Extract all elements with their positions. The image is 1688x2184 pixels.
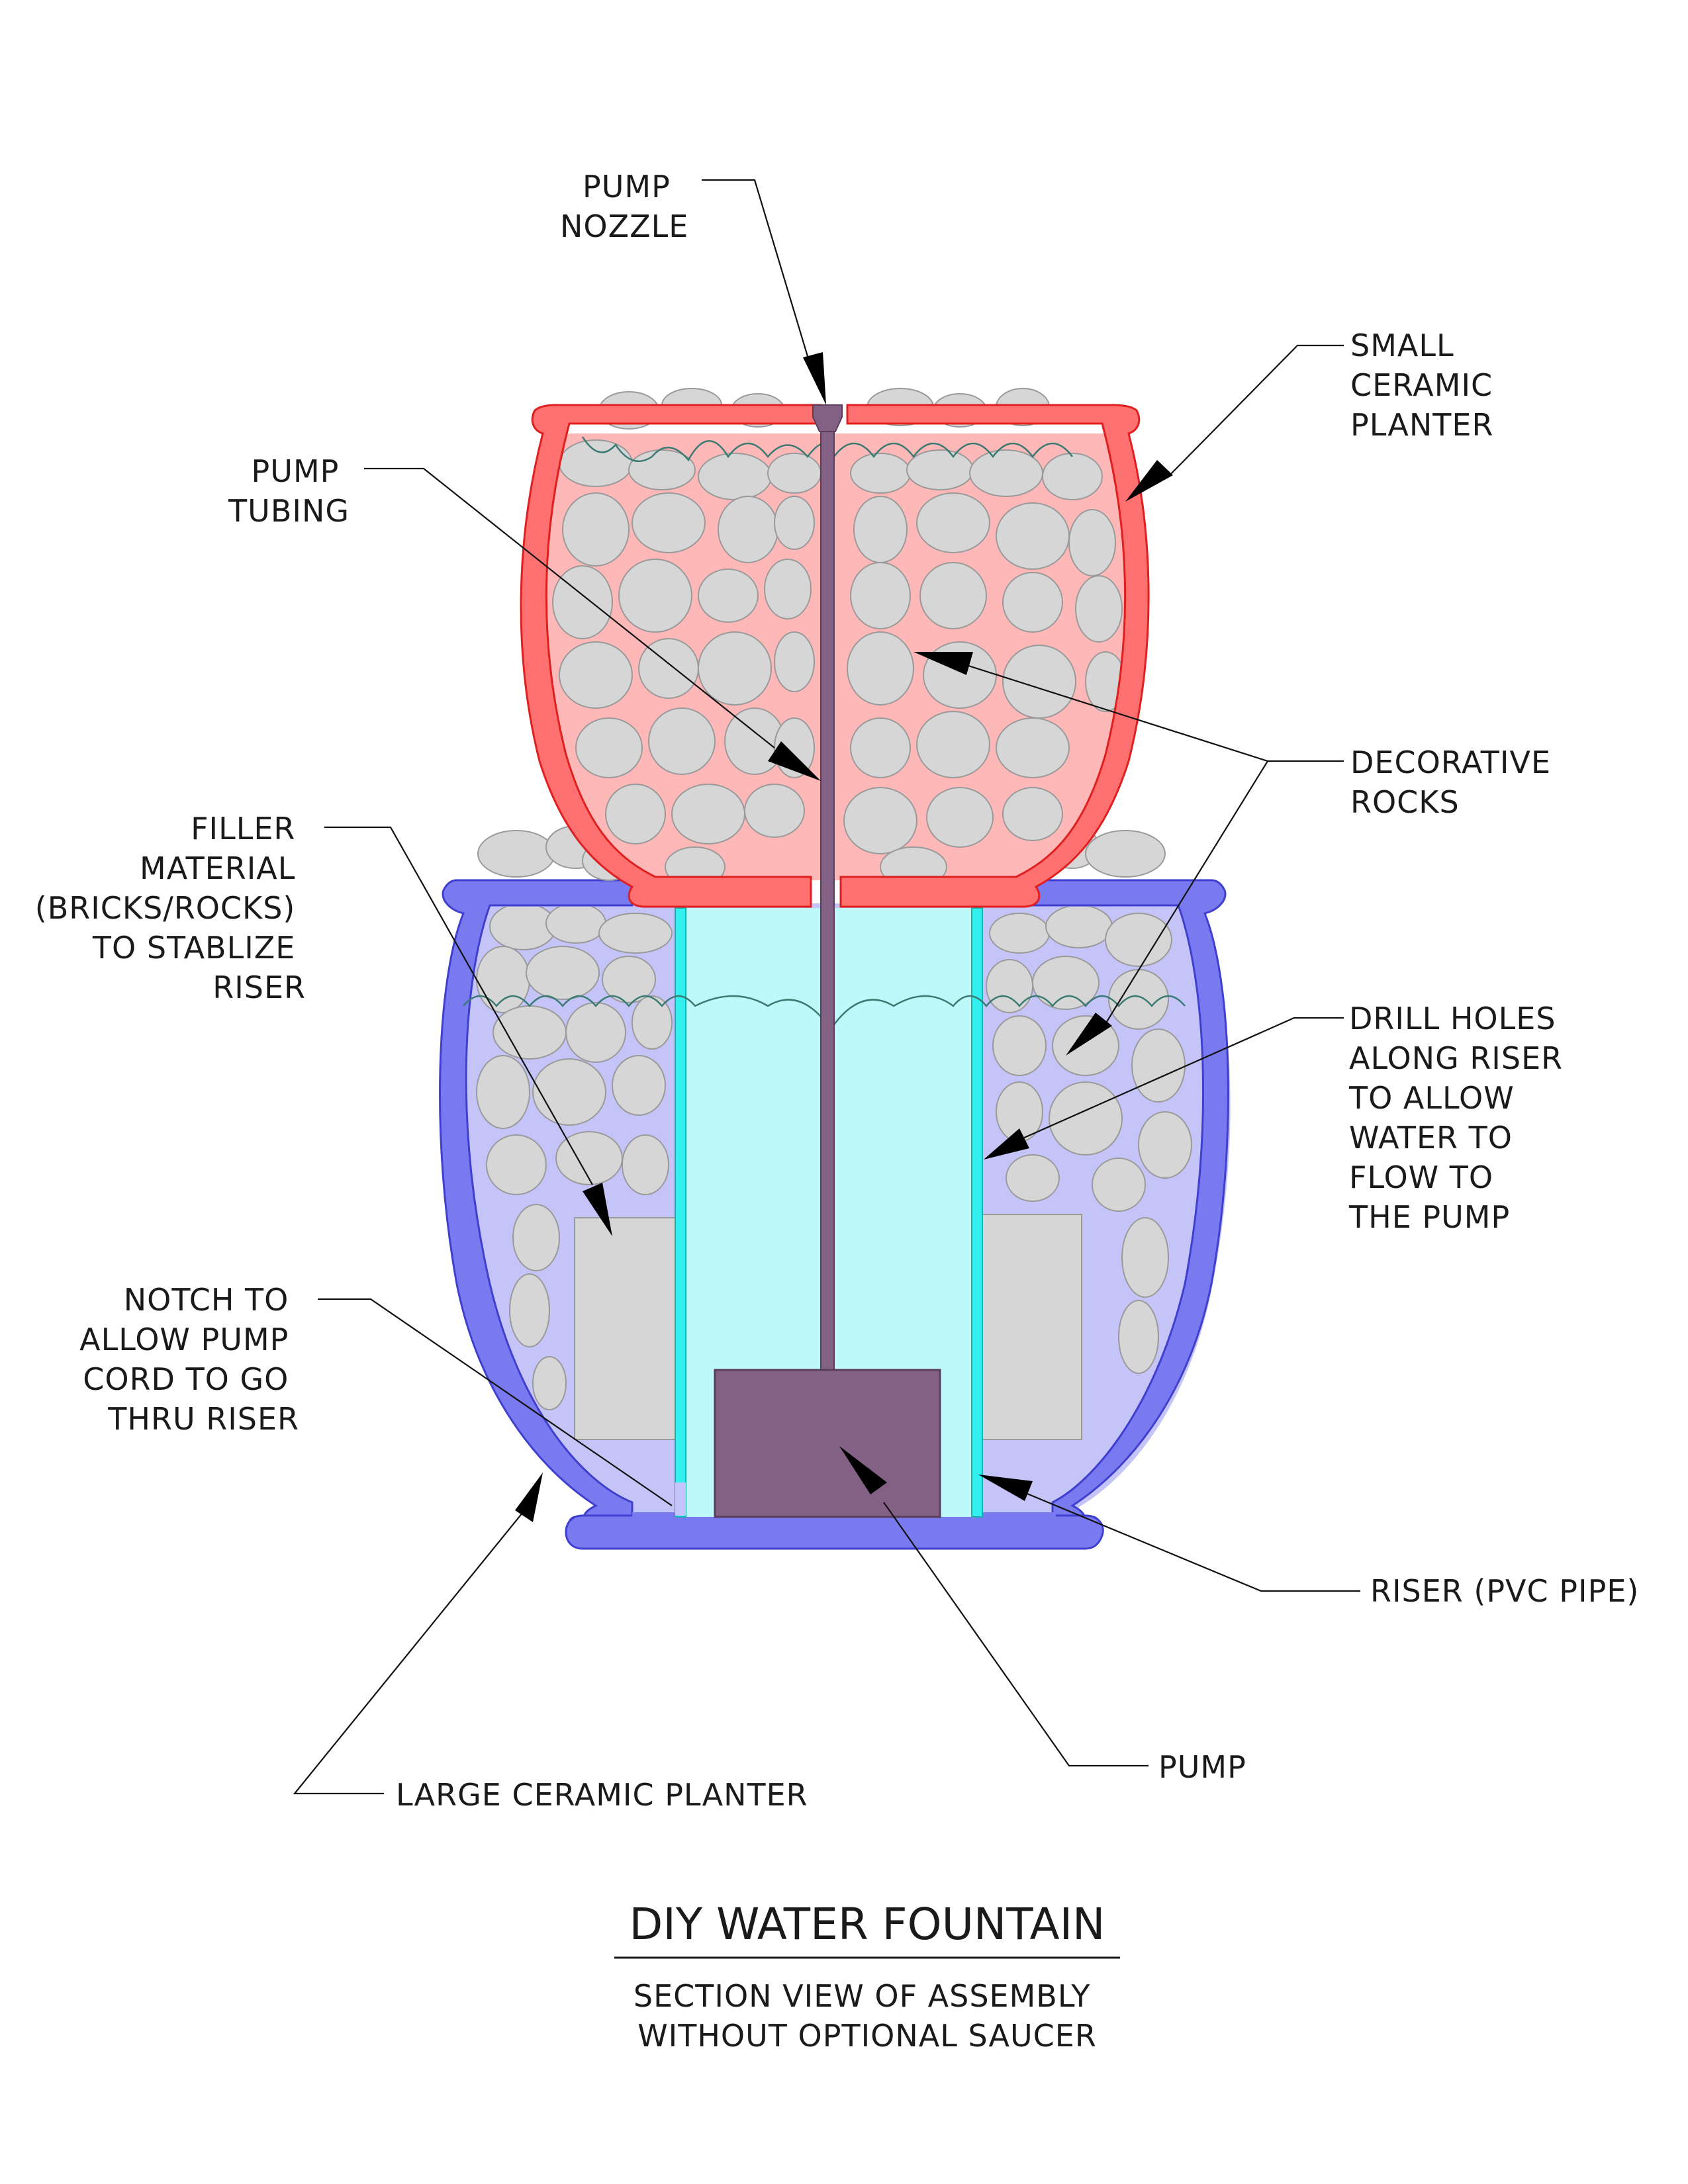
label-large-planter-line-1: LARGE CERAMIC PLANTER (396, 1777, 808, 1813)
label-pump-nozzle-line-1: PUMP (583, 169, 671, 205)
label-drill-line-5: FLOW TO (1349, 1160, 1493, 1195)
arrow-riser (978, 1475, 1033, 1501)
label-decorative-rocks: DECORATIVE ROCKS (1350, 745, 1562, 820)
label-small-planter-line-3: PLANTER (1350, 407, 1493, 443)
label-pump-tubing-line-2: TUBING (228, 493, 350, 529)
pump-nozzle (812, 404, 843, 432)
label-filler-line-2: MATERIAL (140, 850, 295, 886)
label-pump-tubing: PUMP TUBING (228, 453, 350, 529)
arrow-drill-holes (984, 1128, 1029, 1160)
label-decorative-rocks-line-1: DECORATIVE (1350, 745, 1551, 780)
leader-drill-holes (1022, 1017, 1344, 1140)
brick-right (980, 1214, 1082, 1440)
arrow-small-planter (1125, 460, 1173, 502)
label-small-planter-line-1: SMALL (1350, 328, 1454, 363)
large-planter-base (565, 1514, 1104, 1550)
label-pump-tubing-line-1: PUMP (252, 453, 340, 489)
filler-rocks-left (476, 907, 673, 1410)
label-pump-nozzle: PUMP NOZZLE (560, 169, 688, 244)
leader-small-planter (1168, 344, 1344, 477)
label-drill-line-6: THE PUMP (1348, 1199, 1510, 1235)
diagram-subtitle: SECTION VIEW OF ASSEMBLY WITHOUT OPTIONA… (633, 1978, 1101, 2054)
label-filler-line-1: FILLER (191, 811, 295, 846)
pump-body (714, 1369, 941, 1518)
label-notch-line-4: THRU RISER (107, 1401, 299, 1437)
label-drill-line-4: WATER TO (1349, 1120, 1513, 1156)
arrow-filler-material (583, 1183, 612, 1236)
leader-decorative-rocks-2 (1102, 760, 1268, 1030)
label-large-planter: LARGE CERAMIC PLANTER (396, 1777, 808, 1813)
label-notch-line-1: NOTCH TO (124, 1282, 289, 1318)
leader-large-planter (293, 1512, 524, 1795)
leader-riser (1015, 1488, 1360, 1592)
label-notch-line-3: CORD TO GO (83, 1361, 289, 1397)
label-filler-line-5: RISER (212, 970, 306, 1005)
label-drill-line-1: DRILL HOLES (1349, 1001, 1556, 1036)
filler-rocks-right (986, 907, 1192, 1374)
label-drill-line-3: TO ALLOW (1348, 1080, 1515, 1116)
small-ceramic-planter (520, 388, 1150, 908)
small-planter-left-wall (520, 404, 822, 908)
leader-pump-nozzle (702, 179, 812, 368)
small-planter-right-wall (839, 404, 1150, 908)
arrow-pump-tubing (768, 741, 821, 781)
arrow-large-planter (515, 1473, 543, 1522)
label-pump-line-1: PUMP (1158, 1749, 1246, 1785)
arrow-pump (839, 1446, 887, 1494)
riser-notch (675, 1482, 686, 1516)
label-notch: NOTCH TO ALLOW PUMP CORD TO GO THRU RISE… (79, 1282, 299, 1437)
label-drill-line-2: ALONG RISER (1349, 1040, 1563, 1076)
leader-filler-material (324, 826, 593, 1185)
label-decorative-rocks-line-2: ROCKS (1350, 784, 1460, 820)
riser-right-wall (971, 907, 983, 1518)
label-pump-nozzle-line-2: NOZZLE (560, 208, 688, 244)
leader-notch (318, 1298, 673, 1506)
label-notch-line-2: ALLOW PUMP (79, 1322, 289, 1357)
label-pump: PUMP (1158, 1749, 1246, 1785)
label-filler-line-4: TO STABLIZE (92, 930, 295, 966)
label-filler-material: FILLER MATERIAL (BRICKS/ROCKS) TO STABLI… (35, 811, 306, 1005)
riser-left-wall (675, 907, 686, 1518)
pump-tubing (820, 416, 835, 1377)
label-riser: RISER (PVC PIPE) (1370, 1573, 1639, 1609)
label-small-planter-line-2: CERAMIC (1350, 367, 1493, 403)
leader-pump-tubing (364, 467, 775, 749)
leader-pump (883, 1502, 1149, 1767)
brick-left (574, 1217, 678, 1440)
subtitle-line-1: SECTION VIEW OF ASSEMBLY (633, 1978, 1091, 2014)
label-riser-line-1: RISER (PVC PIPE) (1370, 1573, 1639, 1609)
label-filler-line-3: (BRICKS/ROCKS) (35, 890, 296, 926)
diagram-title: DIY WATER FOUNTAIN (630, 1899, 1105, 1950)
subtitle-line-2: WITHOUT OPTIONAL SAUCER (637, 2018, 1097, 2054)
arrow-pump-nozzle (803, 352, 826, 405)
label-small-planter: SMALL CERAMIC PLANTER (1350, 328, 1503, 443)
arrow-decorative-rocks-2 (1066, 1013, 1112, 1056)
arrow-decorative-rocks-1 (914, 652, 973, 675)
label-drill-holes: DRILL HOLES ALONG RISER TO ALLOW WATER T… (1348, 1001, 1573, 1235)
